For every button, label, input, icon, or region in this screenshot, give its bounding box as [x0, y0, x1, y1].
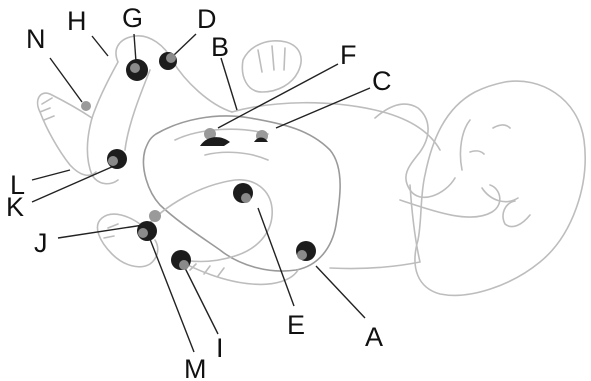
marker-k	[107, 149, 127, 169]
baby-toes	[190, 264, 224, 276]
baby-face	[460, 120, 518, 202]
labels: A B C D E F G H I J K L M N	[6, 3, 392, 381]
marker-g	[126, 59, 148, 81]
leader-f	[218, 64, 338, 128]
marker-i	[171, 250, 191, 270]
leader-n	[50, 58, 82, 102]
label-j: J	[34, 228, 48, 258]
leader-l	[32, 170, 70, 180]
leader-c	[276, 88, 370, 128]
leader-j	[58, 224, 150, 238]
marker-m	[137, 221, 157, 241]
label-n: N	[26, 24, 46, 54]
leader-k	[32, 166, 114, 202]
leader-a	[316, 266, 365, 318]
label-c: C	[372, 66, 392, 96]
label-b: B	[211, 32, 229, 62]
baby-arm-right	[400, 185, 500, 217]
marker-d	[159, 52, 177, 70]
baby-ear	[503, 201, 530, 227]
label-h: H	[67, 6, 87, 36]
leader-g	[134, 34, 136, 62]
markers	[81, 52, 316, 270]
label-l: L	[10, 170, 25, 200]
marker-e	[233, 183, 253, 203]
baby-arm-left	[375, 104, 455, 197]
baby-hand-top	[242, 41, 301, 92]
leader-h	[92, 36, 108, 56]
marker-j	[149, 210, 161, 222]
label-f: F	[340, 40, 357, 70]
leader-e	[258, 208, 294, 306]
marker-n	[81, 101, 91, 111]
leader-b	[221, 58, 237, 110]
leader-m	[148, 234, 194, 352]
label-a: A	[365, 322, 383, 352]
baby-leg-bent	[145, 180, 298, 285]
label-i: I	[216, 333, 224, 363]
label-m: M	[184, 354, 207, 381]
label-d: D	[197, 4, 217, 34]
marker-a	[296, 241, 316, 261]
label-g: G	[122, 3, 143, 33]
baby-head	[415, 81, 585, 295]
leader-d	[174, 34, 196, 55]
label-e: E	[287, 310, 305, 340]
leader-lines	[32, 34, 370, 352]
baby-torso	[232, 103, 440, 269]
